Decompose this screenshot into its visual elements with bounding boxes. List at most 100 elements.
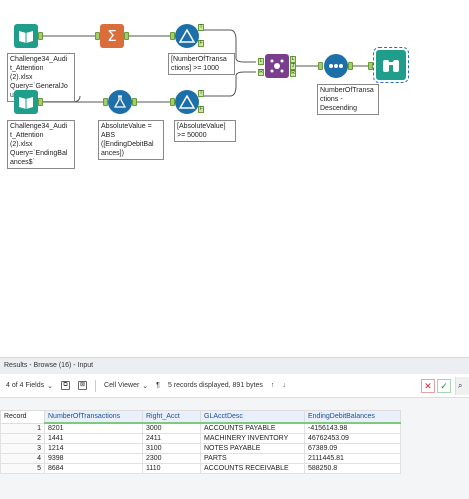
chevron-down-icon: ⌄	[142, 382, 149, 390]
table-cell[interactable]: PARTS	[200, 453, 305, 464]
flask-icon	[113, 95, 127, 108]
left-input-anchor[interactable]: L	[258, 58, 264, 65]
results-toolbar: 4 of 4 Fields ⌄ ⧉ ⊠ Cell Viewer ⌄ ¶ 5 re…	[0, 374, 469, 398]
table-row[interactable]: 4 9398 2300 PARTS 2111445.81	[0, 453, 401, 464]
table-cell[interactable]: 8684	[44, 463, 143, 474]
table-row[interactable]: 5 8684 1110 ACCOUNTS RECEIVABLE 588250.8	[0, 463, 401, 474]
sort-dots-icon	[329, 64, 343, 68]
table-cell[interactable]: 67389.09	[304, 443, 401, 454]
input-anchor[interactable]	[103, 98, 108, 106]
table-cell[interactable]: 2411	[142, 433, 201, 444]
table-row[interactable]: 3 1214 3100 NOTES PAYABLE 67389.09	[0, 443, 401, 454]
false-anchor[interactable]: F	[198, 40, 204, 47]
input-anchor[interactable]	[170, 98, 175, 106]
input-anchor[interactable]	[368, 62, 373, 70]
table-cell[interactable]: 3100	[142, 443, 201, 454]
output-anchor[interactable]	[38, 98, 43, 106]
input-anchor[interactable]	[318, 62, 323, 70]
arrow-down-icon[interactable]: ↓	[282, 382, 286, 389]
filter-triangle-icon	[179, 29, 195, 43]
left-output-anchor[interactable]: L	[290, 56, 296, 63]
column-header[interactable]: GLAcctDesc	[200, 410, 305, 424]
filter-tool-1[interactable]	[175, 24, 199, 48]
cell-viewer-label: Cell Viewer	[104, 382, 140, 389]
formula-tool[interactable]	[108, 90, 132, 114]
fields-selector-label: 4 of 4 Fields	[6, 382, 45, 389]
cell-viewer-dropdown[interactable]: Cell Viewer ⌄	[104, 382, 148, 390]
record-cell: 3	[0, 443, 45, 454]
filter1-annotation: [NumberOfTransa ctions] >= 1000	[168, 53, 235, 75]
right-input-anchor[interactable]: R	[258, 69, 264, 76]
table-cell[interactable]: 8201	[44, 422, 143, 434]
workflow-canvas[interactable]: Challenge34_Audi t_Attention (2).xlsx Qu…	[0, 0, 469, 357]
column-header[interactable]: EndingDebitBalances	[304, 410, 401, 424]
output-anchor[interactable]	[348, 62, 353, 70]
records-info: 5 records displayed, 891 bytes	[167, 382, 263, 389]
record-cell: 2	[0, 433, 45, 444]
table-cell[interactable]: 2111445.81	[304, 453, 401, 464]
summarize-tool[interactable]: Σ	[100, 24, 124, 48]
results-panel: Results - Browse (16) - Input 4 of 4 Fie…	[0, 357, 469, 499]
filter2-annotation: [AbsoluteValue] >= 50000	[174, 120, 236, 142]
input-anchor[interactable]	[170, 32, 175, 40]
close-icon[interactable]: ✕	[421, 379, 435, 393]
table-cell[interactable]: MACHINERY INVENTORY	[200, 433, 305, 444]
table-cell[interactable]: ACCOUNTS PAYABLE	[200, 422, 305, 434]
connection-wires	[40, 29, 370, 103]
table-cell[interactable]: -4156143.98	[304, 422, 401, 434]
join-output-anchor[interactable]: J	[290, 63, 296, 70]
table-row[interactable]: 2 1441 2411 MACHINERY INVENTORY 46762453…	[0, 433, 401, 444]
toolbar-divider	[95, 379, 97, 392]
paragraph-icon[interactable]: ¶	[156, 382, 160, 389]
input-anchor[interactable]	[95, 32, 100, 40]
record-cell: 4	[0, 453, 45, 464]
results-header: Results - Browse (16) - Input	[0, 358, 469, 374]
true-anchor[interactable]: T	[198, 90, 204, 97]
table-cell[interactable]: 3000	[142, 422, 201, 434]
arrow-up-icon[interactable]: ↑	[270, 382, 275, 389]
column-header[interactable]: NumberOfTransactions	[44, 410, 143, 424]
table-header-row: Record NumberOfTransactions Right_Acct G…	[0, 410, 401, 424]
filter-tool-2[interactable]	[175, 90, 199, 114]
true-anchor[interactable]: T	[198, 24, 204, 31]
binoculars-icon	[383, 60, 399, 72]
export-icon[interactable]: ⊠	[78, 381, 88, 390]
sort-tool[interactable]	[324, 54, 348, 78]
formula-annotation: AbsoluteValue = ABS ([EndingDebitBal anc…	[98, 120, 164, 160]
table-row[interactable]: 1 8201 3000 ACCOUNTS PAYABLE -4156143.98	[0, 422, 401, 434]
column-header[interactable]: Right_Acct	[142, 410, 201, 424]
output-anchor[interactable]	[132, 98, 137, 106]
search-icon[interactable]: ⌕	[455, 377, 469, 395]
sigma-icon: Σ	[107, 27, 117, 45]
browse-tool[interactable]	[373, 47, 409, 83]
chevron-down-icon: ⌄	[47, 382, 54, 390]
table-cell[interactable]: 1441	[44, 433, 143, 444]
input2-annotation: Challenge34_Audi t_Attention (2).xlsx Qu…	[7, 120, 75, 169]
book-icon	[19, 97, 33, 109]
input-data-tool-1[interactable]	[14, 24, 38, 48]
input-data-tool-2[interactable]	[14, 90, 38, 114]
record-cell: 5	[0, 463, 45, 474]
fields-selector[interactable]: 4 of 4 Fields ⌄	[6, 382, 53, 390]
right-output-anchor[interactable]: R	[290, 70, 296, 77]
join-icon	[270, 59, 284, 73]
output-anchor[interactable]	[124, 32, 129, 40]
table-cell[interactable]: 1214	[44, 443, 143, 454]
record-cell: 1	[0, 422, 45, 434]
output-anchor[interactable]	[38, 32, 43, 40]
check-icon[interactable]: ✓	[437, 379, 451, 393]
table-cell[interactable]: 9398	[44, 453, 143, 464]
table-cell[interactable]: 1110	[142, 463, 201, 474]
table-cell[interactable]: NOTES PAYABLE	[200, 443, 305, 454]
table-cell[interactable]: 46762453.09	[304, 433, 401, 444]
column-header[interactable]: Record	[0, 410, 45, 424]
copy-icon[interactable]: ⧉	[61, 381, 71, 390]
join-tool[interactable]	[265, 54, 289, 78]
filter-triangle-icon	[179, 95, 195, 109]
false-anchor[interactable]: F	[198, 106, 204, 113]
table-cell[interactable]: ACCOUNTS RECEIVABLE	[200, 463, 305, 474]
results-table: Record NumberOfTransactions Right_Acct G…	[0, 410, 401, 474]
table-cell[interactable]: 2300	[142, 453, 201, 464]
table-cell[interactable]: 588250.8	[304, 463, 401, 474]
